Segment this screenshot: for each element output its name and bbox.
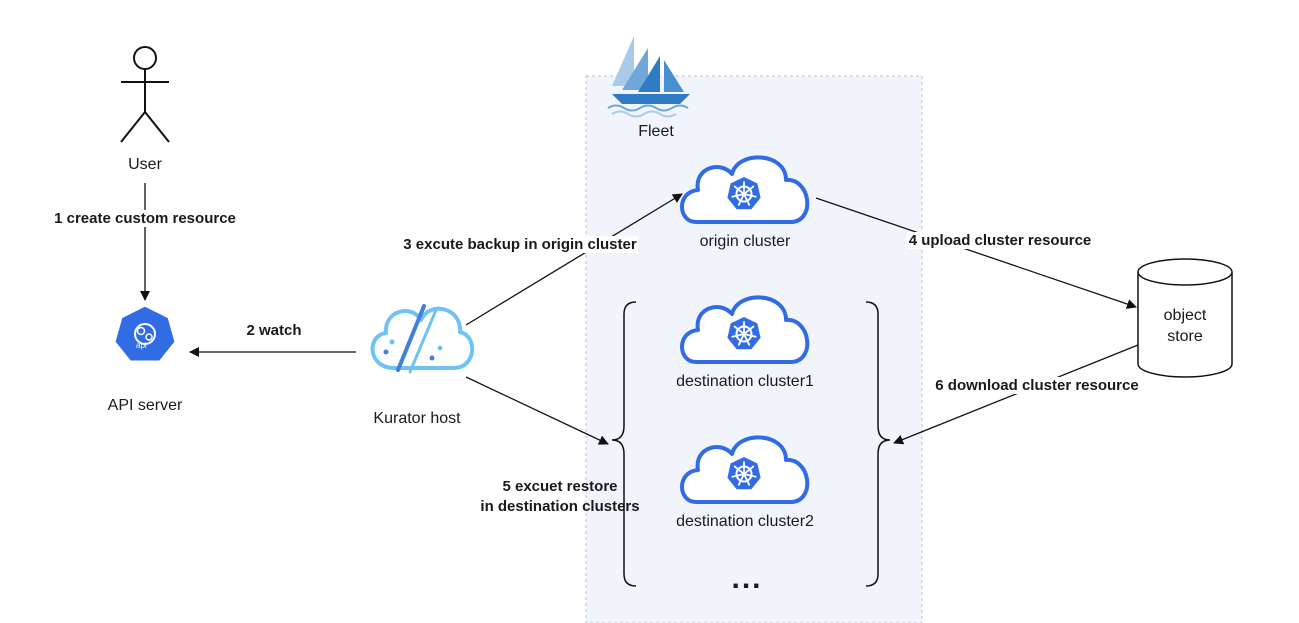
step3-label: 3 excute backup in origin cluster xyxy=(401,236,639,253)
api-server-label: API server xyxy=(107,397,183,414)
step4-label: 4 upload cluster resource xyxy=(906,232,1094,249)
object-store-label-line1: object xyxy=(1163,307,1207,324)
edges xyxy=(140,183,1139,445)
fleet-ship-icon xyxy=(607,36,690,118)
destination-cluster1-label: destination cluster1 xyxy=(676,373,814,390)
ellipsis-label: ... xyxy=(731,562,763,595)
edge-step4 xyxy=(815,197,1137,309)
kurator-logo-icon xyxy=(370,304,475,374)
step1-label: 1 create custom resource xyxy=(52,210,238,227)
object-store-label-line2: store xyxy=(1167,328,1203,345)
origin-cluster-label: origin cluster xyxy=(699,233,791,250)
step5-label-line1: 5 excuet restore xyxy=(502,478,618,495)
kubernetes-api-icon xyxy=(112,303,178,364)
fleet-label: Fleet xyxy=(638,123,674,140)
edge-step3 xyxy=(465,193,683,326)
destination-cluster2-label: destination cluster2 xyxy=(676,513,814,530)
step2-label: 2 watch xyxy=(246,322,302,339)
database-cylinder-icon xyxy=(1137,258,1233,378)
edge-step5 xyxy=(465,376,609,445)
user-label: User xyxy=(128,156,162,173)
step5-label-line2: in destination clusters xyxy=(480,498,640,515)
api-badge-text: api xyxy=(136,341,147,350)
destination-group-braces xyxy=(611,301,891,587)
step6-label: 6 download cluster resource xyxy=(933,377,1141,394)
actor-icon xyxy=(120,46,170,143)
kurator-host-label: Kurator host xyxy=(373,410,461,427)
edge-step6 xyxy=(893,344,1139,445)
